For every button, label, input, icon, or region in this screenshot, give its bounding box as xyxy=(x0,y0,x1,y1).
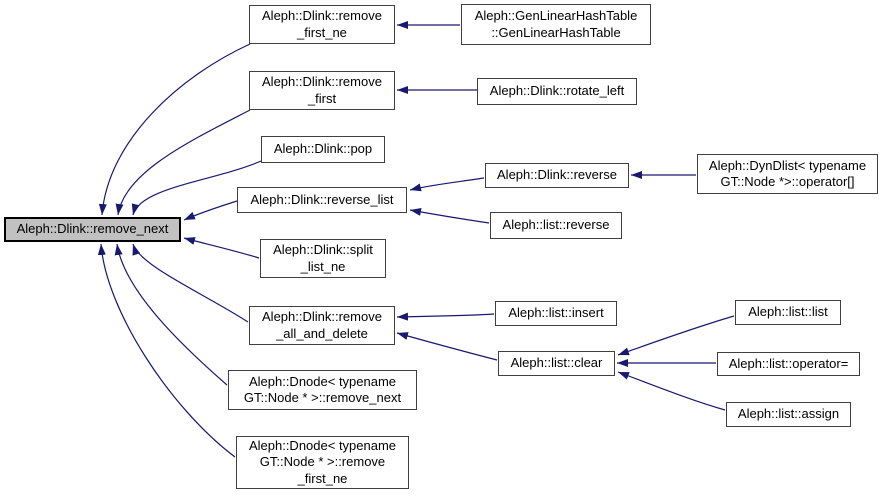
edge-list-insert-to-remove-all-and-delete xyxy=(396,312,495,321)
node-list-operator-assign[interactable]: Aleph::list::operator= xyxy=(717,352,860,376)
node-dnode-remove-first-ne[interactable]: Aleph::Dnode< typename GT::Node * >::rem… xyxy=(236,436,409,489)
edge-list-assign-to-list-clear xyxy=(617,371,726,411)
edge-reverse-list-to-remove-next xyxy=(183,200,238,221)
edge-remove-first-ne-to-remove-next xyxy=(98,43,251,216)
node-list-reverse[interactable]: Aleph::list::reverse xyxy=(490,212,622,239)
node-split-list-ne[interactable]: Aleph::Dlink::split _list_ne xyxy=(260,239,386,278)
edge-split-list-ne-to-remove-next xyxy=(183,237,260,259)
node-reverse-list[interactable]: Aleph::Dlink::reverse_list xyxy=(237,187,407,213)
edge-remove-all-and-delete-to-remove-next xyxy=(132,243,249,323)
edge-list-reverse-to-reverse-list xyxy=(409,208,490,224)
node-dnode-remove-next[interactable]: Aleph::Dnode< typename GT::Node * >::rem… xyxy=(228,370,417,410)
edge-list-list-to-list-clear xyxy=(617,315,735,356)
node-remove-first-ne[interactable]: Aleph::Dlink::remove _first_ne xyxy=(249,5,395,44)
node-gen-linear-hash-table[interactable]: Aleph::GenLinearHashTable ::GenLinearHas… xyxy=(461,4,651,45)
node-remove-first[interactable]: Aleph::Dlink::remove _first xyxy=(249,71,395,110)
node-dyn-dlist-operator-index[interactable]: Aleph::DynDlist< typename GT::Node *>::o… xyxy=(697,154,878,194)
node-list-assign[interactable]: Aleph::list::assign xyxy=(726,402,851,427)
edge-list-clear-to-remove-all-and-delete xyxy=(396,332,498,361)
node-rotate-left[interactable]: Aleph::Dlink::rotate_left xyxy=(477,78,637,105)
node-list-clear[interactable]: Aleph::list::clear xyxy=(498,351,615,376)
edge-dnode-remove-first-ne-to-remove-next xyxy=(97,243,236,458)
node-remove-next: Aleph::Dlink::remove_next xyxy=(4,217,181,242)
node-list-insert[interactable]: Aleph::list::insert xyxy=(495,301,617,326)
node-dlink-reverse[interactable]: Aleph::Dlink::reverse xyxy=(485,163,629,188)
node-remove-all-and-delete[interactable]: Aleph::Dlink::remove _all_and_delete xyxy=(249,306,395,345)
edge-dnode-remove-next-to-remove-next xyxy=(114,243,228,386)
edge-dlink-reverse-to-reverse-list xyxy=(409,177,485,192)
node-list-list[interactable]: Aleph::list::list xyxy=(735,300,841,325)
edge-remove-first-to-remove-next xyxy=(115,109,251,216)
node-pop[interactable]: Aleph::Dlink::pop xyxy=(261,136,385,163)
